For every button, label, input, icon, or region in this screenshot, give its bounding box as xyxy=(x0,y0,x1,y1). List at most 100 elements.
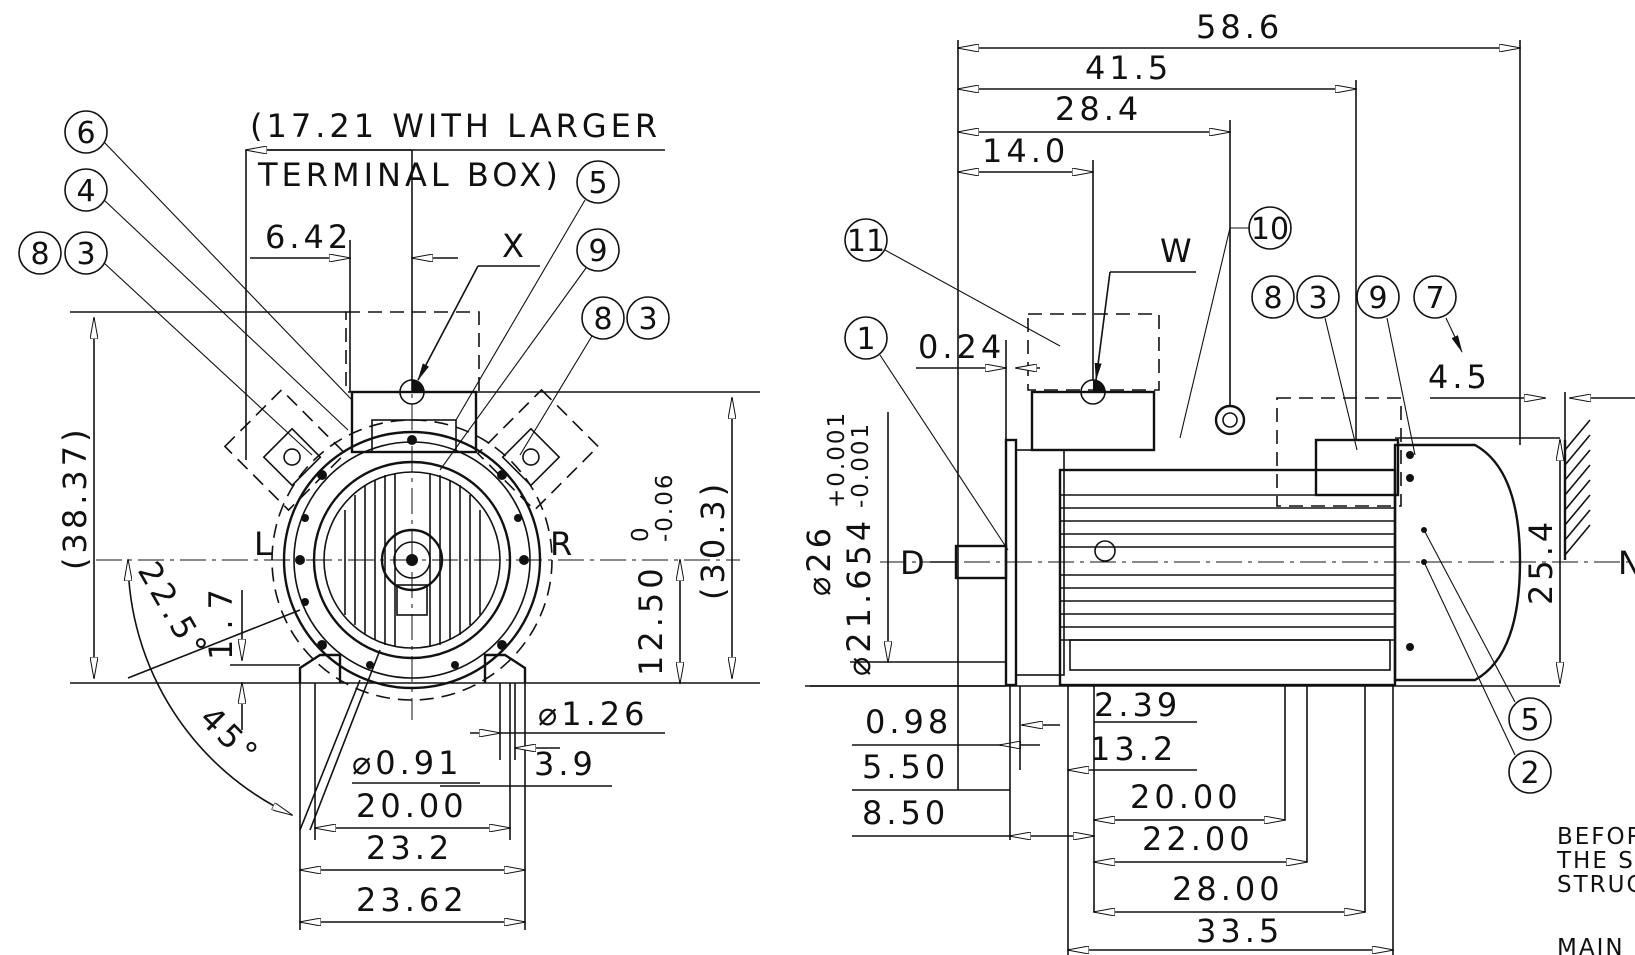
front-fan-grille xyxy=(344,473,481,647)
dim-1-7: 1.7 xyxy=(202,579,240,660)
dim-d21-654-tol-upper: +0.001 xyxy=(824,411,850,508)
svg-text:5: 5 xyxy=(588,166,607,201)
note-line-2: THE S xyxy=(1556,848,1635,874)
balloon-11: 11 xyxy=(844,218,1061,347)
side-terminal-gland-mark xyxy=(1093,380,1105,392)
dim-45-arc xyxy=(128,560,292,815)
dim-22-5-leader xyxy=(127,609,301,679)
aux-terminal-box-dashed xyxy=(1276,397,1402,507)
dim-5-50: 5.50 xyxy=(862,748,949,786)
front-hub-key xyxy=(396,584,428,616)
svg-text:3: 3 xyxy=(638,302,657,337)
dim-30-3: (30.3) xyxy=(694,480,732,600)
balloon-8-left: 8 xyxy=(18,231,62,275)
svg-text:8: 8 xyxy=(593,302,612,337)
dim-3-9: 3.9 xyxy=(534,745,597,783)
svg-text:7: 7 xyxy=(1425,281,1444,316)
label-n: N xyxy=(1618,544,1635,582)
dim-20-00-side: 20.00 xyxy=(1130,778,1242,816)
label-d: D xyxy=(900,544,929,582)
dim-33-5: 33.5 xyxy=(1196,912,1283,950)
lifting-eye-inner xyxy=(1222,412,1238,428)
svg-text:1: 1 xyxy=(856,322,875,357)
label-r: R xyxy=(550,525,576,563)
balloon-8-right: 8 xyxy=(519,296,625,456)
dim-0-98: 0.98 xyxy=(865,703,952,741)
notes: BEFOR THE S STRUC MAIN xyxy=(1556,824,1635,955)
note-line-1: BEFOR xyxy=(1557,824,1635,850)
balloon-1: 1 xyxy=(844,316,1009,551)
svg-text:10: 10 xyxy=(1251,212,1289,247)
motor-body xyxy=(1058,468,1397,687)
dim-d0-91: ⌀0.91 xyxy=(352,744,463,782)
svg-text:5: 5 xyxy=(1520,703,1539,738)
balloon-2: 2 xyxy=(1423,561,1552,794)
svg-text:9: 9 xyxy=(1368,281,1387,316)
note-line-3: STRUC xyxy=(1557,872,1635,898)
dim-20-00-front: 20.00 xyxy=(356,787,468,825)
front-right-side-box xyxy=(476,388,600,512)
balloon-8-side: 8 xyxy=(1251,275,1295,319)
aux-terminal-box xyxy=(1314,438,1400,497)
fan-cover-bolt-2 xyxy=(1406,474,1414,482)
balloon-9-front: 9 xyxy=(439,228,620,471)
front-fan-inner xyxy=(323,471,501,649)
terminal-note-line1: (17.21 WITH LARGER xyxy=(250,107,661,145)
note-line-4: MAIN xyxy=(1557,935,1625,955)
front-fan-cover xyxy=(312,460,512,660)
balloon-5-side: 5 xyxy=(1423,529,1552,741)
label-w-leader xyxy=(1094,271,1111,381)
svg-text:8: 8 xyxy=(1263,281,1282,316)
svg-text:9: 9 xyxy=(588,234,607,269)
svg-text:2: 2 xyxy=(1520,756,1539,791)
motor-feet-frame xyxy=(1069,639,1391,671)
label-l: L xyxy=(254,525,276,563)
dim-38-37: (38.37) xyxy=(56,425,94,570)
label-x: X xyxy=(502,227,528,265)
grease-fitting xyxy=(1094,540,1116,562)
dim-d26: ⌀26 xyxy=(800,524,838,596)
wall-hatch xyxy=(1564,419,1591,556)
label-w: W xyxy=(1160,232,1196,270)
front-bolt-circle-dashed xyxy=(271,419,553,701)
dim-4-5: 4.5 xyxy=(1428,358,1491,396)
lifting-eye xyxy=(1214,404,1246,436)
dim-8-50: 8.50 xyxy=(862,794,949,832)
cooling-fins xyxy=(1060,494,1395,641)
dim-25-4: 25.4 xyxy=(1522,518,1560,605)
side-terminal-box xyxy=(1030,390,1156,452)
dim-0-24: 0.24 xyxy=(918,328,1005,366)
dim-58-6: 58.6 xyxy=(1196,8,1283,46)
fan-cover xyxy=(1393,443,1522,682)
svg-text:4: 4 xyxy=(76,174,95,209)
side-view: 58.6 41.5 28.4 14.0 0.24 W D ⌀21.654 +0.… xyxy=(800,8,1635,955)
dim-d21-654: ⌀21.654 xyxy=(840,517,878,676)
front-left-foot xyxy=(298,653,342,683)
dim-12-50-tol-upper: 0 xyxy=(628,525,654,542)
front-shaft-center xyxy=(406,554,418,566)
front-view: (17.21 WITH LARGER TERMINAL BOX) 6.42 X … xyxy=(18,107,760,930)
dim-45-leader xyxy=(299,679,361,831)
balloon-7: 7 xyxy=(1413,275,1463,353)
dim-28-00: 28.00 xyxy=(1172,870,1284,908)
dim-d21-654-tol-lower: -0.001 xyxy=(848,422,874,508)
fan-cover-bolt-1 xyxy=(1406,451,1414,459)
front-hub-inner xyxy=(393,541,431,579)
front-hub-outer xyxy=(380,528,444,592)
label-x-leader xyxy=(417,265,479,381)
svg-text:6: 6 xyxy=(76,116,95,151)
balloon-6: 6 xyxy=(64,110,353,401)
dim-45-leader-2 xyxy=(309,649,381,831)
svg-text:8: 8 xyxy=(30,237,49,272)
dim-23-62: 23.62 xyxy=(356,881,468,919)
fan-cover-bolt-3 xyxy=(1406,643,1414,651)
balloon-3-side: 3 xyxy=(1296,275,1358,451)
balloon-3-left: 3 xyxy=(64,231,313,456)
dim-22-00: 22.00 xyxy=(1142,820,1254,858)
balloon-5-front: 5 xyxy=(455,160,620,421)
dim-13-2: 13.2 xyxy=(1090,730,1177,768)
terminal-note-line2: TERMINAL BOX) xyxy=(257,156,562,194)
front-bolts xyxy=(295,435,529,669)
dim-12-50: 12.50 xyxy=(632,564,670,676)
